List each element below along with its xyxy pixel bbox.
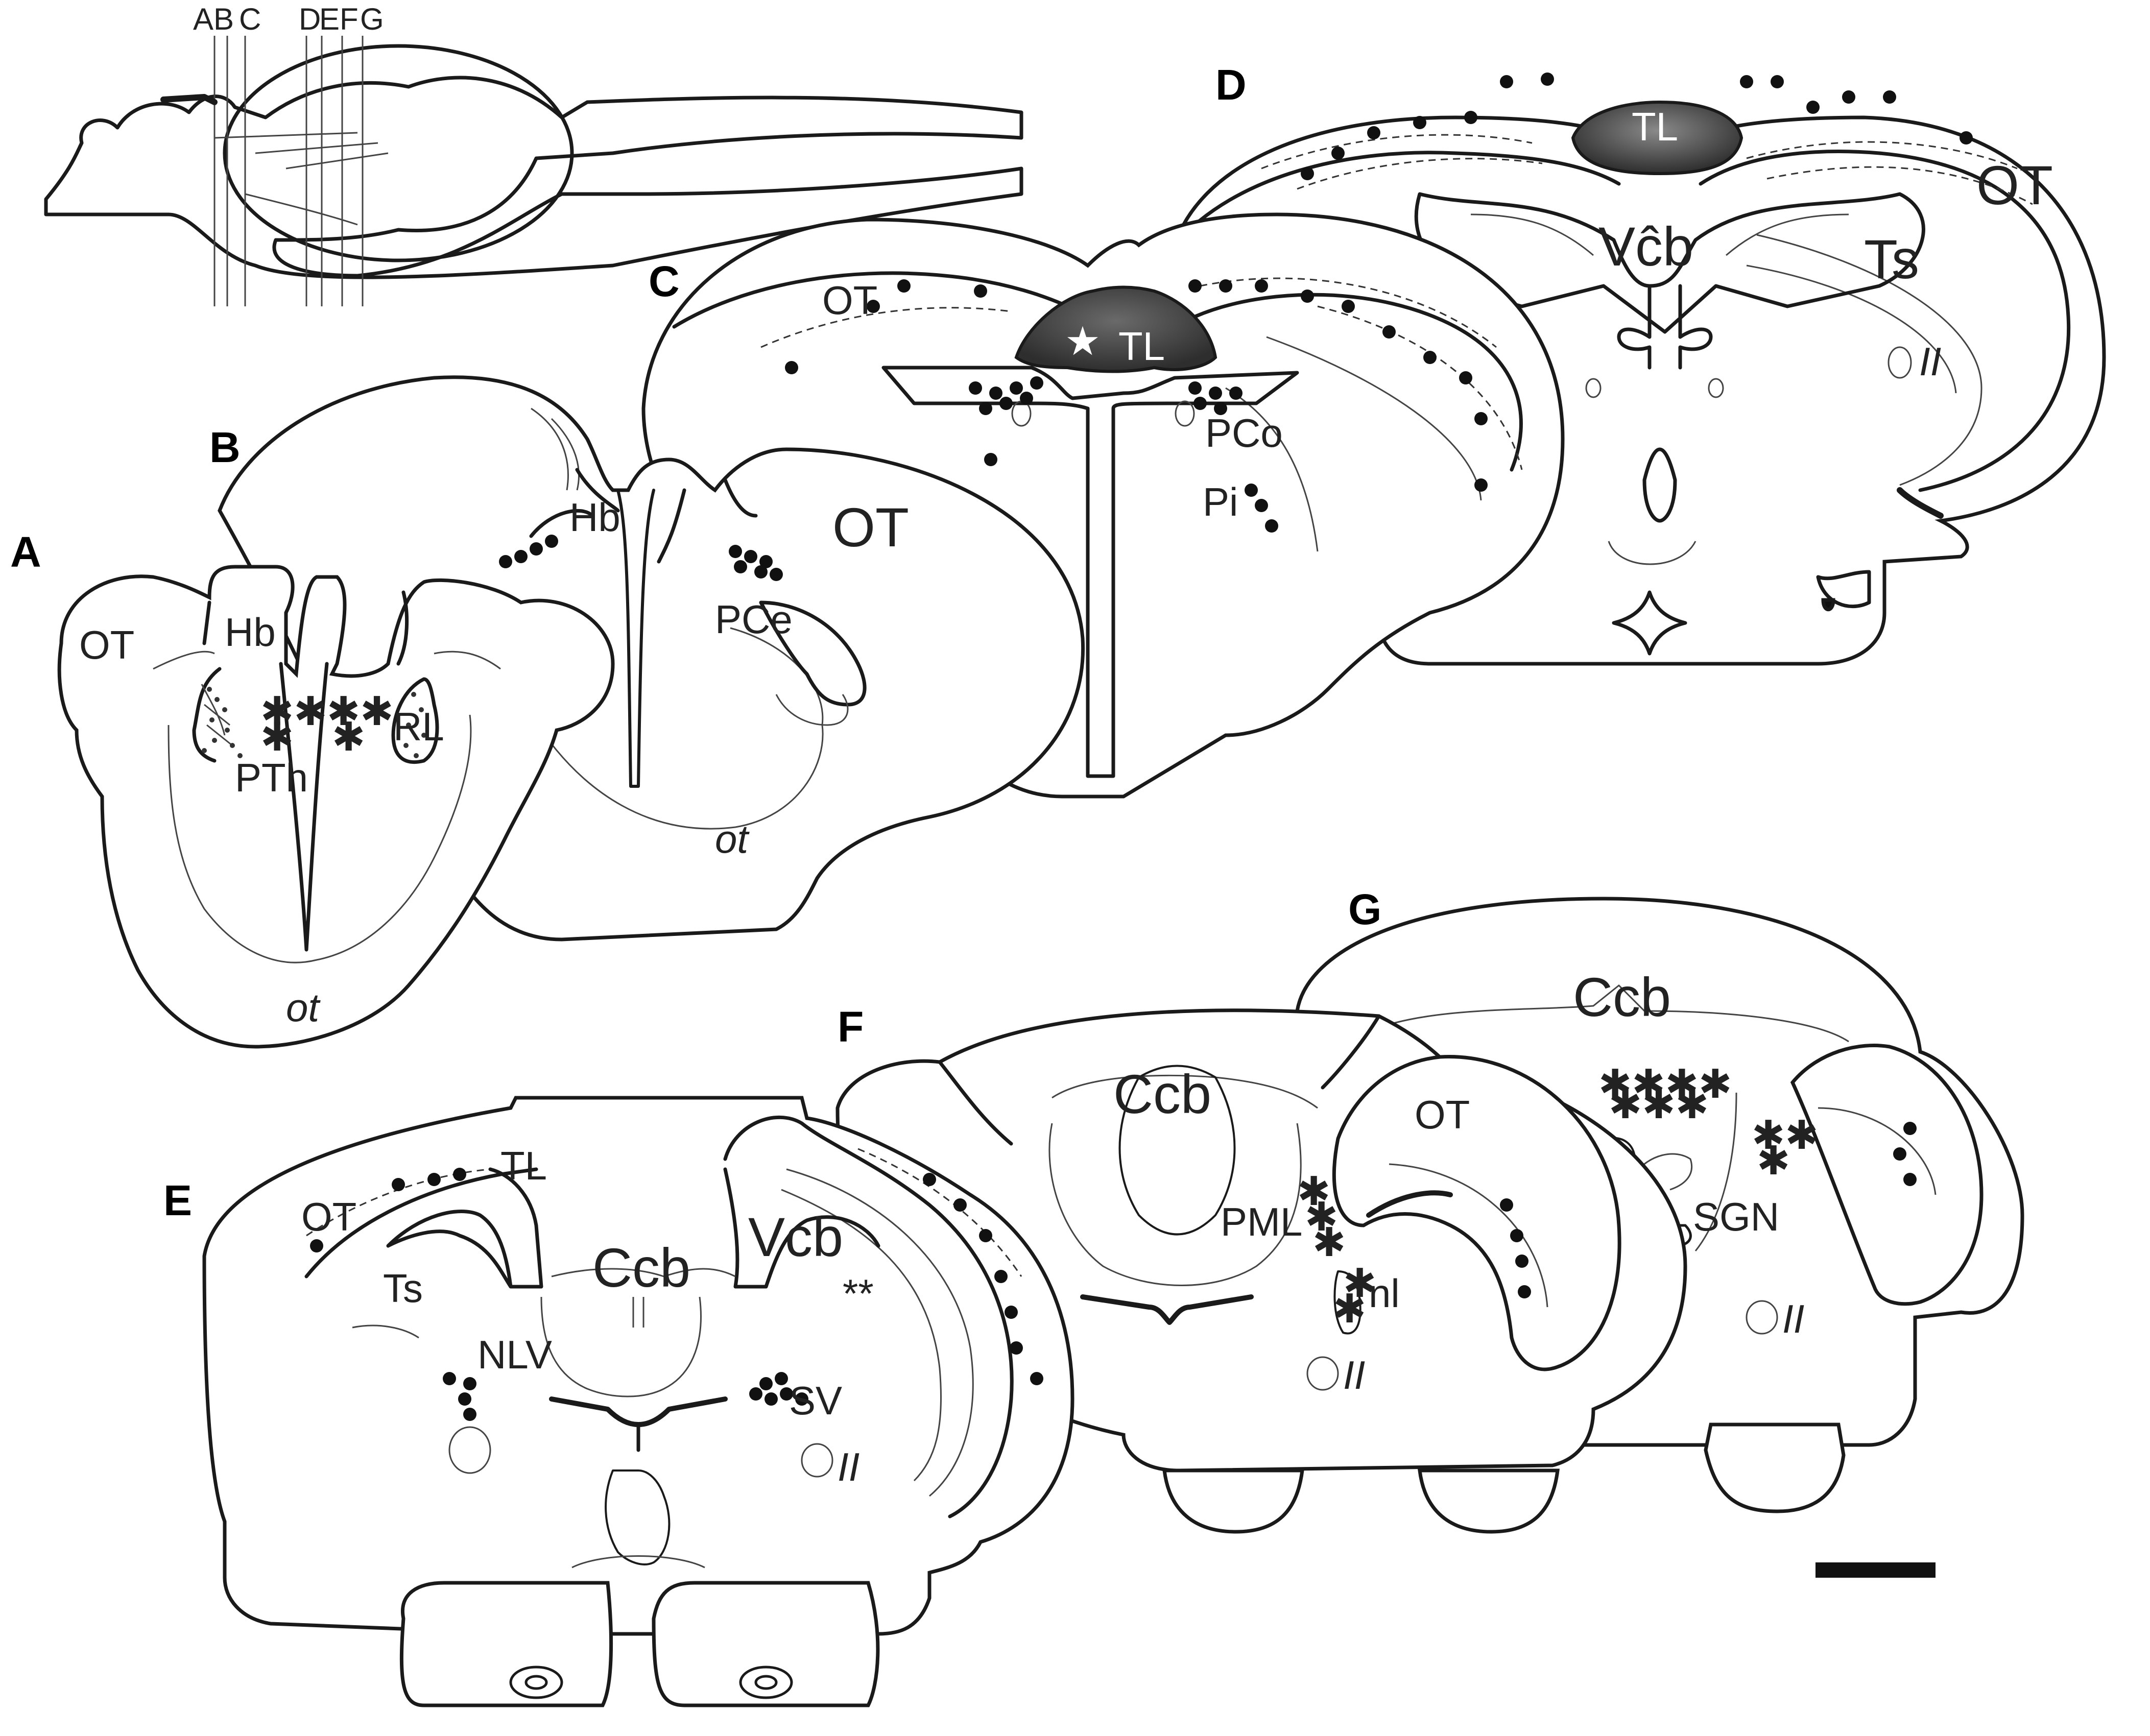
panel-letter-d: D <box>1215 61 1247 109</box>
f-label-ii: II <box>1343 1353 1365 1397</box>
c-label-star: ★ <box>1065 319 1101 364</box>
panel-b-dots <box>499 535 783 581</box>
panel-letter-a: A <box>10 528 41 576</box>
d-label-ot: OT <box>1976 154 2053 216</box>
b-label-ot-lower: ot <box>715 816 750 861</box>
a-label-pth: PTh <box>235 755 308 800</box>
f-label-pml: PML <box>1221 1199 1302 1244</box>
g-stars-right: ✱✱ <box>1752 1113 1819 1158</box>
d-label-ts: Ts <box>1864 228 1919 290</box>
a-label-ot-lower: ot <box>286 985 321 1030</box>
e-label-ts: Ts <box>383 1266 423 1311</box>
f-stars-pml-2: ✱ <box>1305 1194 1338 1239</box>
f-stars-nl: ✱ <box>1343 1261 1376 1306</box>
f-stars-pml: ✱ <box>1297 1169 1330 1214</box>
section-lines <box>213 36 364 306</box>
a-label-ot: OT <box>79 622 134 667</box>
c-label-pi: Pi <box>1203 479 1238 524</box>
a-stars-right-2: ✱ <box>332 714 365 759</box>
a-stars-left: ✱✱ <box>260 689 327 734</box>
b-label-pce: PCe <box>715 597 793 642</box>
b-label-ot: OT <box>832 496 909 558</box>
inset-label-f: F <box>340 2 359 36</box>
panel-a: OT Hb RL PTh ot ✱✱ ✱ ✱✱ ✱ <box>57 565 615 1049</box>
g-stars-center-2: ✱✱✱ <box>1609 1082 1709 1127</box>
g-stars-right-2: ✱ <box>1757 1138 1790 1183</box>
inset-label-a: A <box>193 2 213 36</box>
g-label-sgn: SGN <box>1693 1194 1779 1239</box>
d-label-vcb: Vĉb <box>1598 215 1693 277</box>
e-label-stars: ** <box>843 1271 874 1316</box>
inset-label-d: D <box>299 2 321 36</box>
sagittal-inset: A B C D E F G <box>44 2 1023 306</box>
panel-f-dots <box>1500 1198 1531 1298</box>
e-label-sv: SV <box>789 1378 842 1423</box>
inset-label-e: E <box>319 2 340 36</box>
a-label-hb: Hb <box>225 610 276 655</box>
e-label-nlv: NLV <box>477 1332 552 1377</box>
e-label-ot: OT <box>301 1194 356 1239</box>
g-stars-center: ✱✱✱✱ <box>1598 1062 1732 1106</box>
panel-g-dots <box>1893 1122 1917 1186</box>
e-label-ccb: Ccb <box>592 1237 690 1298</box>
panel-letter-c: C <box>649 257 680 305</box>
inset-label-c: C <box>239 2 261 36</box>
e-label-ii: II <box>838 1444 859 1489</box>
panel-c-dots <box>785 279 1488 533</box>
b-label-hb: Hb <box>569 495 620 540</box>
e-label-vcb: Vcb <box>748 1206 843 1268</box>
a-label-rl: RL <box>393 704 444 749</box>
panel-e: TL OT Ts Ccb Vcb ** NLV SV II <box>202 1096 1074 1707</box>
f-label-nl: nl <box>1369 1271 1400 1316</box>
panel-e-dots <box>310 1168 1043 1421</box>
inset-label-b: B <box>213 2 234 36</box>
f-stars-pml-3: ✱ <box>1312 1220 1346 1265</box>
panel-d-dots <box>1301 73 1973 180</box>
g-label-ii: II <box>1782 1296 1804 1341</box>
e-label-tl: TL <box>500 1143 547 1188</box>
f-stars-nl-2: ✱ <box>1333 1286 1366 1331</box>
a-stars-left-2: ✱ <box>260 714 294 759</box>
panel-letter-f: F <box>838 1003 864 1051</box>
inset-label-g: G <box>360 2 384 36</box>
f-label-ot: OT <box>1415 1092 1470 1137</box>
c-label-ot: OT <box>822 278 877 323</box>
panel-a-scatter <box>202 687 426 758</box>
d-label-tl: TL <box>1632 104 1678 149</box>
f-label-ccb: Ccb <box>1113 1063 1211 1125</box>
panel-letter-e: E <box>163 1176 192 1224</box>
panel-letter-b: B <box>209 423 241 471</box>
c-label-pco: PCo <box>1205 411 1283 455</box>
g-label-ccb: Ccb <box>1573 966 1671 1028</box>
a-stars-right: ✱✱ <box>327 689 394 734</box>
c-label-tl: TL <box>1118 324 1165 369</box>
d-label-ii: II <box>1919 339 1941 384</box>
panel-letter-g: G <box>1348 885 1381 933</box>
scale-bar <box>1815 1562 1936 1578</box>
